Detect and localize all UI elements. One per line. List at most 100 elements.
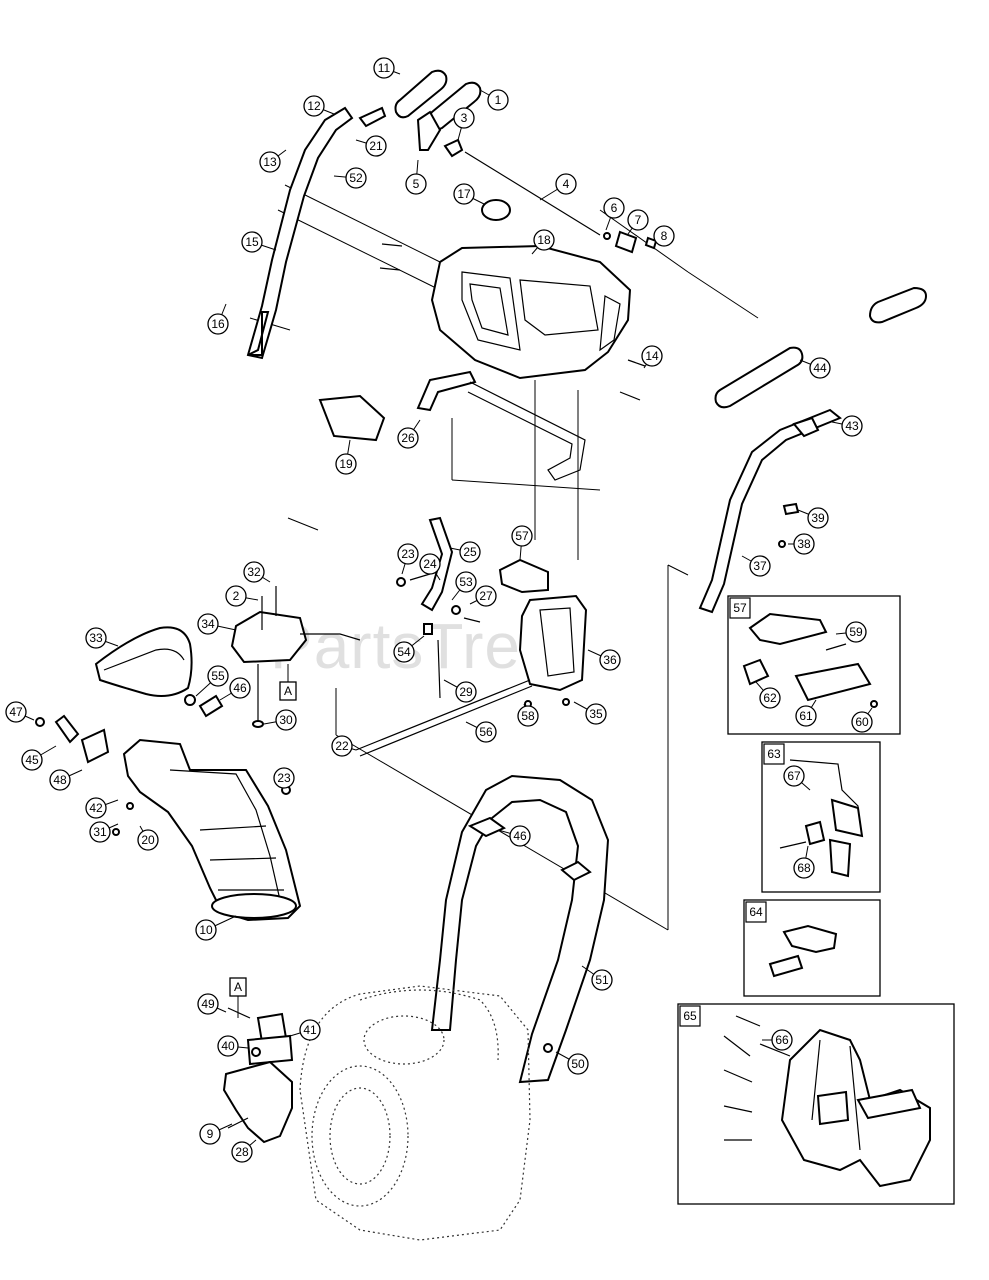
callout-number: 66 [775, 1033, 789, 1047]
callout-circle [5, 701, 27, 723]
callout-50: 50 [555, 1051, 589, 1075]
callout-22: 22 [331, 735, 357, 757]
svg-text:A: A [284, 684, 292, 698]
callout-57: 57 [511, 525, 533, 561]
callout-14: 14 [641, 345, 663, 369]
callout-number: 31 [93, 825, 107, 839]
callout-39: 39 [797, 507, 829, 529]
callout-number: 35 [589, 707, 603, 721]
callout-31: 31 [89, 821, 119, 843]
callout-circle [841, 415, 863, 437]
guide-lines [249, 184, 759, 931]
callout-number: 36 [603, 653, 617, 667]
callout-number: 48 [53, 773, 67, 787]
callout-number: 52 [349, 171, 363, 185]
callout-circle [303, 95, 325, 117]
detail-box-tag: 64 [749, 905, 763, 919]
callout-circle [627, 209, 649, 231]
callout-circle [21, 749, 43, 771]
callout-46: 46 [497, 825, 531, 847]
callout-8: 8 [651, 225, 675, 247]
callout-6: 6 [603, 197, 625, 231]
callout-number: 10 [199, 923, 213, 937]
callout-circle [217, 1035, 239, 1057]
callout-number: 14 [645, 349, 659, 363]
callout-16: 16 [207, 303, 229, 335]
callout-number: 53 [459, 575, 473, 589]
callout-number: 3 [461, 111, 468, 125]
callout-circle [809, 357, 831, 379]
callout-number: 49 [201, 997, 215, 1011]
callout-3: 3 [453, 107, 475, 141]
callout-68: 68 [793, 845, 815, 879]
callout-circle [229, 677, 251, 699]
callout-circle [199, 1123, 221, 1145]
callout-number: 46 [513, 829, 527, 843]
callout-9: 9 [199, 1123, 233, 1145]
callout-32: 32 [243, 561, 271, 583]
callout-15: 15 [241, 231, 277, 253]
handle-grips [394, 69, 482, 158]
auger-housing-dotted [299, 985, 531, 1241]
callout-circle [511, 525, 533, 547]
callout-59: 59 [835, 621, 867, 643]
callout-number: 61 [799, 709, 813, 723]
callout-circle [197, 613, 219, 635]
chute-base [222, 1007, 294, 1144]
callout-5: 5 [405, 159, 427, 195]
callout-10: 10 [195, 915, 237, 941]
callout-number: 62 [763, 691, 777, 705]
callout-49: 49 [197, 993, 227, 1015]
callout-number: 33 [89, 631, 103, 645]
callout-62: 62 [755, 681, 781, 709]
callout-number: 17 [457, 187, 471, 201]
callout-7: 7 [627, 209, 649, 235]
callout-circle [653, 225, 675, 247]
callout-circle [795, 705, 817, 727]
callout-number: 51 [595, 973, 609, 987]
callout-circle [207, 665, 229, 687]
callout-56: 56 [465, 721, 497, 743]
callout-34: 34 [197, 613, 237, 635]
callout-circle [373, 57, 395, 79]
callout-number: 20 [141, 833, 155, 847]
callout-4: 4 [539, 173, 577, 201]
reference-mark-a-lower: A [229, 977, 247, 1018]
callout-19: 19 [335, 439, 357, 475]
callout-circle [555, 173, 577, 195]
callout-circle [397, 427, 419, 449]
callout-circle [759, 687, 781, 709]
callout-2: 2 [225, 585, 259, 607]
callout-25: 25 [449, 541, 481, 563]
callout-circle [851, 711, 873, 733]
callout-40: 40 [217, 1035, 249, 1057]
callout-number: 7 [635, 213, 642, 227]
callout-20: 20 [137, 825, 159, 851]
callout-circle [783, 765, 805, 787]
callout-number: 2 [233, 589, 240, 603]
cable-rod [464, 151, 658, 254]
callout-number: 19 [339, 457, 353, 471]
callout-number: 15 [245, 235, 259, 249]
detail-box-tag: 63 [767, 747, 781, 761]
callout-41: 41 [289, 1019, 321, 1041]
chute-deflector-control [230, 586, 361, 728]
callouts: 1234567891011121314151617181920212223232… [5, 57, 873, 1163]
callout-number: 25 [463, 545, 477, 559]
callout-circle [599, 649, 621, 671]
callout-44: 44 [799, 357, 831, 379]
callout-circle [475, 721, 497, 743]
callout-33: 33 [85, 627, 119, 649]
callout-58: 58 [517, 703, 539, 727]
callout-number: 22 [335, 739, 349, 753]
callout-37: 37 [741, 555, 771, 577]
callout-35: 35 [573, 701, 607, 725]
callout-circle [459, 541, 481, 563]
watermark: PartsTree [270, 610, 558, 682]
callout-43: 43 [831, 415, 863, 437]
callout-number: 18 [537, 233, 551, 247]
callout-circle [345, 167, 367, 189]
detail-box-tag: 57 [733, 601, 747, 615]
callout-number: 47 [9, 705, 23, 719]
